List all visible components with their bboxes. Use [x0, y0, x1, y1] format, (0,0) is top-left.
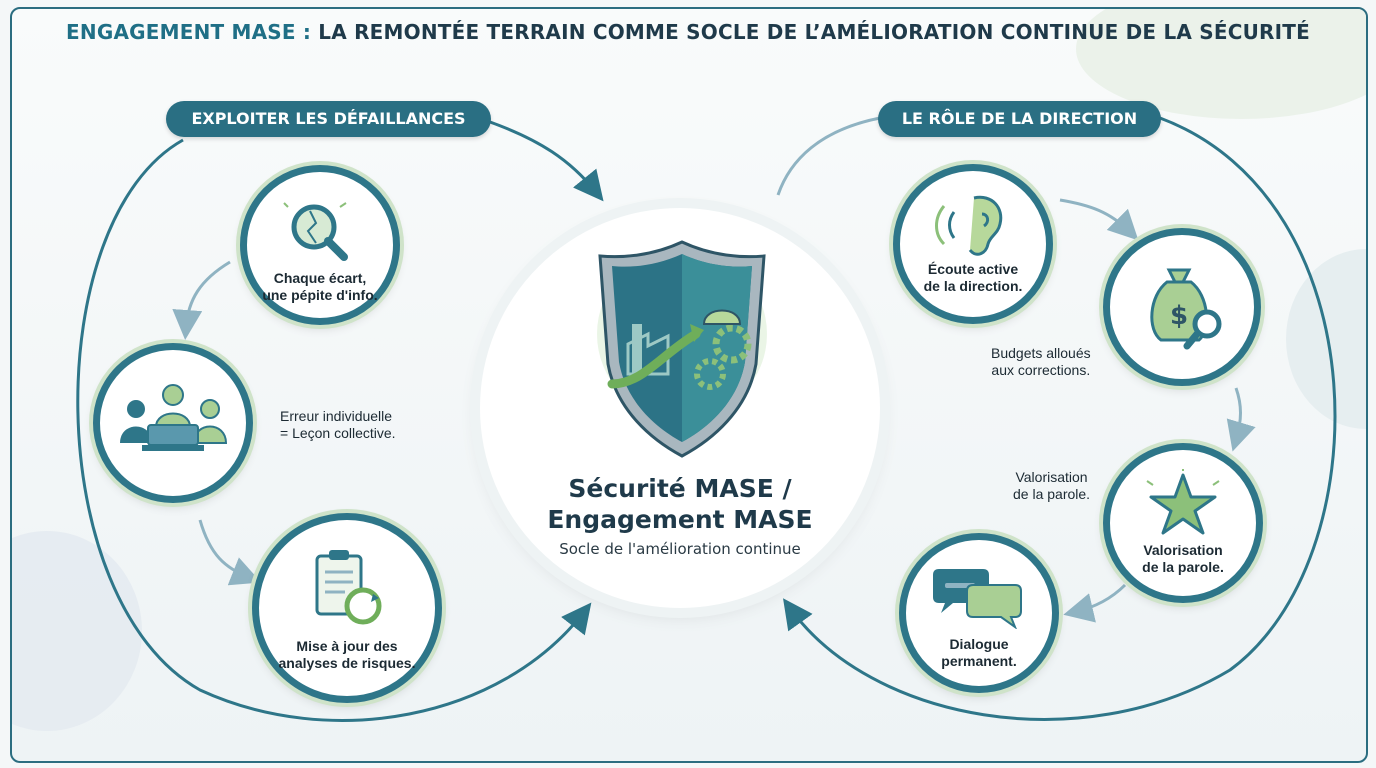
title-rest: LA REMONTÉE TERRAIN COMME SOCLE DE L’AMÉ… [318, 20, 1310, 44]
node-budgets: $ [1103, 228, 1261, 386]
team-meeting-icon [118, 381, 228, 465]
shield-factory-gears-icon [592, 234, 772, 468]
title-accent: ENGAGEMENT MASE : [66, 20, 312, 44]
node-ecoute: Écoute active de la direction. [893, 164, 1053, 324]
clipboard-refresh-icon [307, 548, 387, 632]
speech-bubbles-icon [931, 559, 1027, 633]
node-analyses: Mise à jour des analyses de risques. [252, 513, 442, 703]
node-ecart: Chaque écart, une pépite d'info. [240, 165, 400, 325]
node-budgets-label: Budgets alloués aux corrections. [991, 345, 1091, 378]
node-valorisation: Valorisation de la parole. [1103, 443, 1263, 603]
center-title-line1: Sécurité MASE / [568, 474, 792, 503]
magnifier-icon [280, 197, 360, 271]
ear-icon [928, 190, 1018, 264]
center-subtitle: Socle de l'amélioration continue [559, 540, 801, 558]
node-label: Valorisation de la parole. [1142, 542, 1224, 575]
node-valorisation-outer-label: Valorisation de la parole. [1013, 469, 1091, 502]
node-label: Chaque écart, une pépite d'info. [262, 270, 378, 303]
money-bag-wrench-icon: $ [1137, 260, 1227, 354]
node-erreur-label: Erreur individuelle = Leçon collective. [280, 408, 396, 441]
section-heading-right: LE RÔLE DE LA DIRECTION [878, 101, 1161, 137]
node-label: Écoute active de la direction. [923, 261, 1023, 294]
node-label: Mise à jour des analyses de risques. [278, 638, 416, 671]
node-label: Dialogue permanent. [941, 636, 1017, 669]
page-title: ENGAGEMENT MASE : LA REMONTÉE TERRAIN CO… [0, 20, 1376, 44]
svg-text:$: $ [1170, 301, 1188, 331]
section-heading-left: EXPLOITER LES DÉFAILLANCES [166, 101, 491, 137]
node-erreur [93, 343, 253, 503]
star-icon [1143, 469, 1223, 539]
node-dialogue: Dialogue permanent. [899, 533, 1059, 693]
center-title-line2: Engagement MASE [547, 505, 813, 534]
center-circle: Sécurité MASE / Engagement MASE Socle de… [480, 208, 880, 608]
